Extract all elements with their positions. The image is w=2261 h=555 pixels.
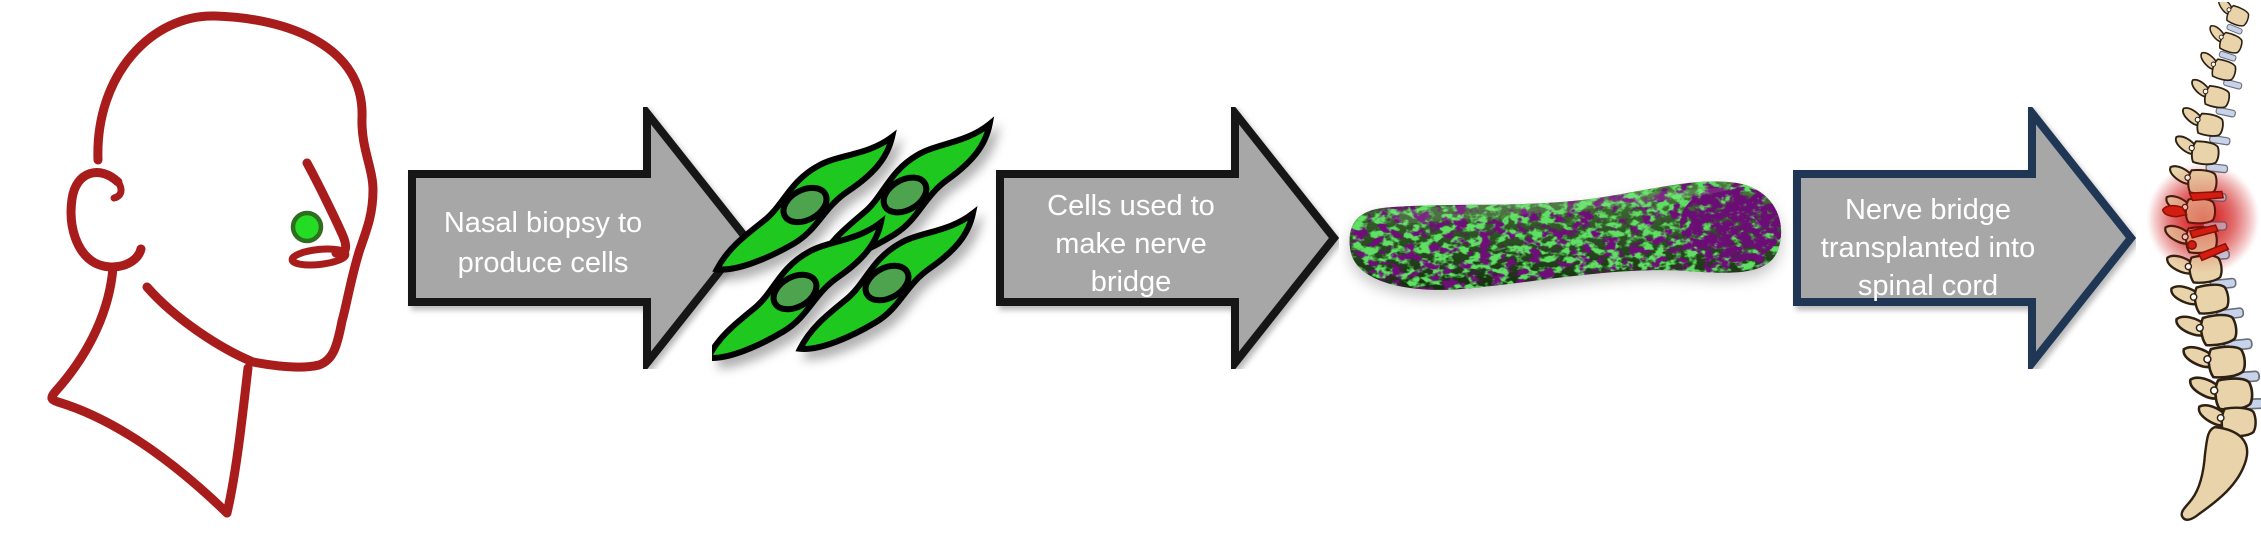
- bridge-speckles: [1349, 181, 1782, 290]
- arrow-right-icon: [996, 107, 1339, 369]
- arrow-nasal-biopsy: Nasal biopsy to produce cells: [408, 107, 751, 369]
- spine-figure: [2146, 2, 2261, 521]
- arrow-right-icon: [1793, 107, 2136, 369]
- neck-back-path: [47, 262, 232, 518]
- skull-outline-path: [93, 11, 378, 372]
- jaw-path: [142, 282, 258, 367]
- arrow-right-icon: [408, 107, 751, 369]
- injury-fragments: [2161, 190, 2230, 262]
- nerve-bridge-figure: [1349, 181, 1782, 290]
- arrow-transplant: Nerve bridge transplanted into spinal co…: [1793, 107, 2136, 369]
- head-figure: [47, 11, 378, 518]
- arrow-make-bridge: Cells used to make nerve bridge: [996, 107, 1339, 369]
- biopsy-site-dot: [290, 210, 324, 244]
- head-profile-icon: [47, 11, 378, 518]
- nerve-bridge-icon: [1349, 181, 1782, 290]
- olfactory-cells-icon: [712, 124, 1014, 361]
- neck-front-path: [222, 363, 253, 518]
- arrow2-label-line3: bridge: [1091, 266, 1172, 298]
- mouth-path: [288, 245, 350, 269]
- arrow3-label-line1: Nerve bridge: [1845, 194, 2011, 226]
- arrow3-label-line3: spinal cord: [1858, 270, 1998, 302]
- arrow2-label-line2: make nerve: [1055, 228, 1207, 260]
- sacrum-path: [2180, 425, 2249, 521]
- ear-path: [66, 168, 146, 272]
- arrow3-label-line2: transplanted into: [1821, 232, 2035, 264]
- arrow1-label-line2: produce cells: [458, 247, 629, 279]
- arrow1-label-line1: Nasal biopsy to: [444, 207, 642, 239]
- spine-icon: [2146, 2, 2261, 521]
- arrow2-label-line1: Cells used to: [1047, 190, 1215, 222]
- ear-inner-curl: [110, 178, 125, 202]
- injury-glow-overlay: [2149, 165, 2257, 273]
